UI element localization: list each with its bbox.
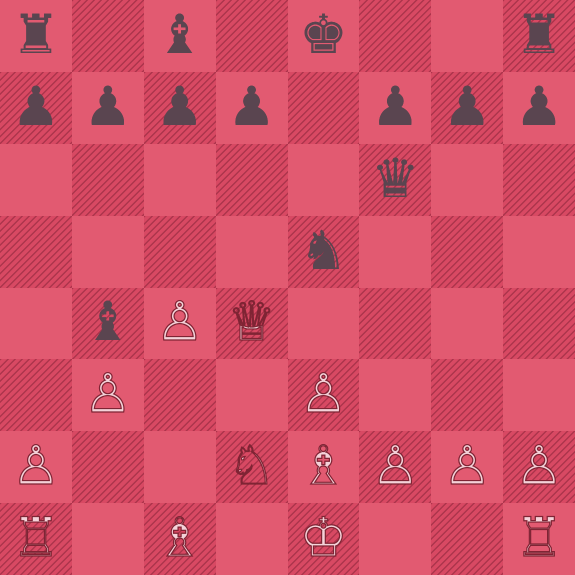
board-square[interactable] xyxy=(431,288,503,360)
board-square[interactable]: ♜ xyxy=(0,0,72,72)
board-square[interactable] xyxy=(72,431,144,503)
board-square[interactable]: ♞ xyxy=(288,216,360,288)
board-square[interactable] xyxy=(503,288,575,360)
board-square[interactable]: ♝ xyxy=(72,288,144,360)
board-square[interactable] xyxy=(503,144,575,216)
board-square[interactable]: ♛ xyxy=(359,144,431,216)
board-square[interactable] xyxy=(72,0,144,72)
board-square[interactable]: ♟ xyxy=(431,72,503,144)
board-square[interactable] xyxy=(503,216,575,288)
board-square[interactable]: ♟ xyxy=(359,72,431,144)
board-square[interactable] xyxy=(216,359,288,431)
board-square[interactable]: ♟ xyxy=(0,72,72,144)
board-square[interactable]: ♟ xyxy=(144,72,216,144)
board-square[interactable]: ♜ xyxy=(503,0,575,72)
board-square[interactable]: ♟ xyxy=(72,72,144,144)
white-rook-icon[interactable]: ♖ xyxy=(515,511,563,565)
white-pawn-icon[interactable]: ♙ xyxy=(12,439,60,493)
board-square[interactable] xyxy=(359,216,431,288)
board-square[interactable] xyxy=(431,359,503,431)
board-square[interactable]: ♗ xyxy=(144,503,216,575)
black-king-icon[interactable]: ♚ xyxy=(299,8,347,62)
black-pawn-icon[interactable]: ♟ xyxy=(227,80,275,134)
board-square[interactable]: ♚ xyxy=(288,0,360,72)
board-square[interactable] xyxy=(431,0,503,72)
white-pawn-icon[interactable]: ♙ xyxy=(155,295,203,349)
board-square[interactable] xyxy=(431,144,503,216)
board-square[interactable] xyxy=(359,359,431,431)
board-square[interactable]: ♝ xyxy=(144,0,216,72)
board-square[interactable]: ♖ xyxy=(503,503,575,575)
black-pawn-icon[interactable]: ♟ xyxy=(155,80,203,134)
white-pawn-icon[interactable]: ♙ xyxy=(371,439,419,493)
white-king-icon[interactable]: ♔ xyxy=(299,511,347,565)
board-square[interactable] xyxy=(503,359,575,431)
white-pawn-icon[interactable]: ♙ xyxy=(84,367,132,421)
black-pawn-icon[interactable]: ♟ xyxy=(371,80,419,134)
black-rook-icon[interactable]: ♜ xyxy=(12,8,60,62)
black-pawn-icon[interactable]: ♟ xyxy=(443,80,491,134)
black-queen-icon[interactable]: ♛ xyxy=(371,152,419,206)
board-square[interactable] xyxy=(359,0,431,72)
board-square[interactable]: ♖ xyxy=(0,503,72,575)
board-square[interactable] xyxy=(359,288,431,360)
black-pawn-icon[interactable]: ♟ xyxy=(84,80,132,134)
board-square[interactable]: ♟ xyxy=(503,72,575,144)
board-square[interactable] xyxy=(0,288,72,360)
board-square[interactable]: ♙ xyxy=(359,431,431,503)
white-pawn-icon[interactable]: ♙ xyxy=(515,439,563,493)
black-pawn-icon[interactable]: ♟ xyxy=(12,80,60,134)
board-square[interactable] xyxy=(288,72,360,144)
board-square[interactable] xyxy=(216,144,288,216)
board-square[interactable] xyxy=(216,503,288,575)
board-square[interactable] xyxy=(144,216,216,288)
board-square[interactable] xyxy=(144,144,216,216)
board-square[interactable]: ♙ xyxy=(503,431,575,503)
board-square[interactable] xyxy=(144,359,216,431)
board-square[interactable]: ♙ xyxy=(144,288,216,360)
board-square[interactable] xyxy=(216,0,288,72)
board-square[interactable] xyxy=(216,216,288,288)
board-square[interactable]: ♕ xyxy=(216,288,288,360)
board-square[interactable]: ♔ xyxy=(288,503,360,575)
board-square[interactable] xyxy=(288,144,360,216)
board-square[interactable] xyxy=(431,216,503,288)
board-square[interactable]: ♙ xyxy=(431,431,503,503)
black-bishop-icon[interactable]: ♝ xyxy=(84,295,132,349)
board-square[interactable]: ♘ xyxy=(216,431,288,503)
board-square[interactable] xyxy=(288,288,360,360)
board-square[interactable]: ♗ xyxy=(288,431,360,503)
white-rook-icon[interactable]: ♖ xyxy=(12,511,60,565)
board-square[interactable]: ♟ xyxy=(216,72,288,144)
board-square[interactable] xyxy=(72,216,144,288)
board-square[interactable]: ♙ xyxy=(288,359,360,431)
black-pawn-icon[interactable]: ♟ xyxy=(515,80,563,134)
black-bishop-icon[interactable]: ♝ xyxy=(155,8,203,62)
white-bishop-icon[interactable]: ♗ xyxy=(299,439,347,493)
white-knight-icon[interactable]: ♘ xyxy=(227,439,275,493)
black-rook-icon[interactable]: ♜ xyxy=(515,8,563,62)
board-square[interactable] xyxy=(359,503,431,575)
board-square[interactable] xyxy=(0,144,72,216)
white-pawn-icon[interactable]: ♙ xyxy=(443,439,491,493)
board-square[interactable]: ♙ xyxy=(72,359,144,431)
white-queen-icon[interactable]: ♕ xyxy=(227,295,275,349)
board-square[interactable] xyxy=(431,503,503,575)
board-square[interactable] xyxy=(72,503,144,575)
white-bishop-icon[interactable]: ♗ xyxy=(155,511,203,565)
black-knight-icon[interactable]: ♞ xyxy=(299,224,347,278)
white-pawn-icon[interactable]: ♙ xyxy=(299,367,347,421)
board-square[interactable] xyxy=(0,359,72,431)
board-square[interactable] xyxy=(0,216,72,288)
board-square[interactable] xyxy=(72,144,144,216)
board-square[interactable] xyxy=(144,431,216,503)
board-square[interactable]: ♙ xyxy=(0,431,72,503)
